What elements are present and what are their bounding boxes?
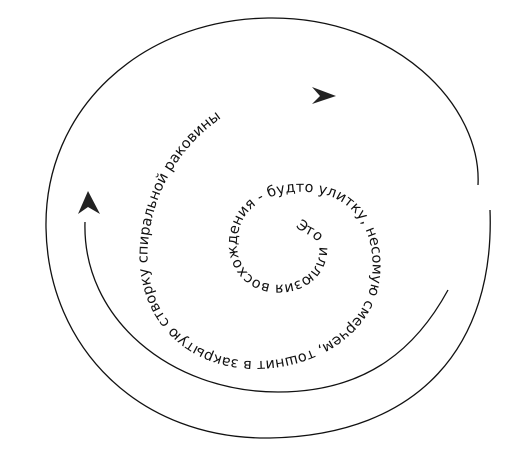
- arrowhead-right-icon: [312, 87, 336, 104]
- arrowhead-up-icon: [78, 191, 100, 214]
- spiral-text-path: Это иллюзия восхождения - будто улитку, …: [135, 108, 384, 373]
- spiral-text: Это иллюзия восхождения - будто улитку, …: [135, 108, 384, 373]
- outer-circle-stroke: [45, 17, 491, 439]
- text-guide-path: [147, 85, 372, 361]
- inner-arc-stroke: [84, 221, 449, 393]
